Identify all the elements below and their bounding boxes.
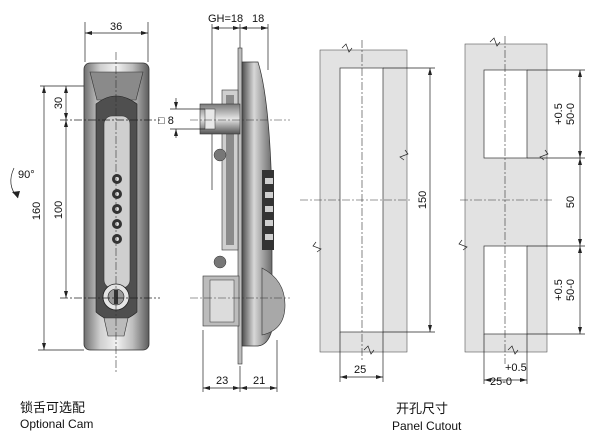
dim-tol-a-top: +0.5 [553, 103, 565, 125]
dim-tol-a-bot: 50-0 [565, 103, 577, 125]
cutout-slot-lower [483, 245, 528, 335]
dim-30: 30 [53, 97, 65, 109]
caption-panel-cutout-en: Panel Cutout [392, 419, 462, 433]
dim-21: 21 [253, 375, 265, 387]
dim-tol-c-bot: 25-0 [490, 376, 512, 388]
dim-23: 23 [216, 375, 228, 387]
dim-tol-b-top: +0.5 [553, 279, 565, 301]
dim-gh18: GH=18 [208, 13, 243, 25]
combination-dials [112, 174, 122, 244]
front-view: 36 30 [10, 21, 160, 372]
caption-panel-cutout-cn: 开孔尺寸 [396, 402, 448, 417]
dim-100: 100 [53, 201, 65, 219]
cutout-slot-upper [483, 69, 528, 159]
panel-cutout-single: 150 25 [300, 40, 435, 382]
dim-150: 150 [417, 191, 429, 209]
caption-optional-cam-cn: 锁舌可选配 [20, 400, 85, 416]
dim-tol-c-top: +0.5 [505, 362, 527, 374]
dim-90deg: 90° [18, 169, 35, 181]
dim-18: 18 [252, 13, 264, 25]
dim-25: 25 [354, 364, 366, 376]
dim-36: 36 [110, 21, 122, 33]
dim-160: 160 [31, 202, 43, 220]
side-view: GH=18 18 □ 8 [158, 13, 290, 392]
dim-50-mid: 50 [565, 196, 577, 208]
dim-tol-b-bot: 50-0 [565, 279, 577, 301]
caption-optional-cam-en: Optional Cam [20, 417, 93, 431]
panel-cutout-double: +0.5 50-0 50 +0.5 50-0 +0.5 25-0 [458, 36, 585, 388]
dim-square-8: □ 8 [158, 115, 174, 127]
